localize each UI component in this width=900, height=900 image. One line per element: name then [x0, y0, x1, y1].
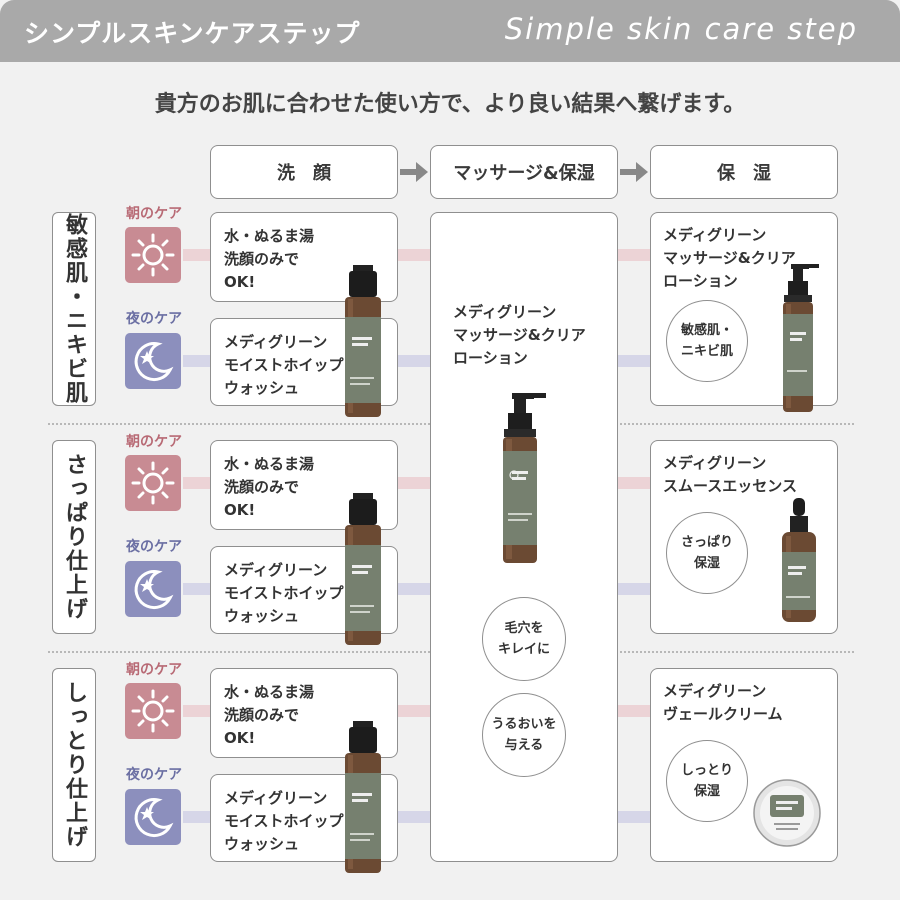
step-massage: マッサージ&保湿 — [430, 145, 618, 199]
finish-badge: さっぱり保湿 — [666, 512, 748, 594]
whip-wash-bottle — [339, 265, 387, 420]
massage-product-name: メディグリーン マッサージ&クリア ローション — [453, 303, 586, 367]
night-care-label: 夜のケア — [126, 311, 182, 327]
skin-type-label: さっぱり仕上げ — [52, 440, 96, 634]
sun-icon — [125, 455, 181, 511]
moon-icon — [125, 561, 181, 617]
night-care-label: 夜のケア — [126, 767, 182, 783]
morning-care-label: 朝のケア — [126, 662, 182, 678]
moon-icon — [125, 789, 181, 845]
morning-care-label: 朝のケア — [126, 206, 182, 222]
essence-dropper-bottle — [776, 498, 822, 624]
skin-type-label: 敏感肌・ニキビ肌 — [52, 212, 96, 406]
finish-badge: しっとり保湿 — [666, 740, 748, 822]
moon-icon — [125, 333, 181, 389]
arrow-right-icon — [620, 162, 648, 182]
skin-type-badge: 敏感肌・ニキビ肌 — [666, 300, 748, 382]
night-care-label: 夜のケア — [126, 539, 182, 555]
header-title-jp: シンプルスキンケアステップ — [24, 19, 361, 48]
step-moisturize: 保 湿 — [650, 145, 838, 199]
massage-lotion-bottle — [773, 264, 823, 414]
cream-jar — [752, 777, 822, 849]
massage-badge-hydrate: うるおいを与える — [482, 693, 566, 777]
whip-wash-bottle — [339, 493, 387, 648]
step-wash: 洗 顔 — [210, 145, 398, 199]
whip-wash-bottle — [339, 721, 387, 876]
sun-icon — [125, 227, 181, 283]
skin-type-label: しっとり仕上げ — [52, 668, 96, 862]
header-bar: シンプルスキンケアステップ Simple skin care step — [0, 0, 900, 62]
page-subtitle: 貴方のお肌に合わせた使い方で、より良い結果へ繋げます。 — [154, 91, 746, 117]
morning-care-label: 朝のケア — [126, 434, 182, 450]
massage-badge-pores: 毛穴をキレイに — [482, 597, 566, 681]
arrow-right-icon — [400, 162, 428, 182]
massage-lotion-bottle — [490, 393, 550, 565]
sun-icon — [125, 683, 181, 739]
header-title-en: Simple skin care step — [504, 12, 858, 46]
